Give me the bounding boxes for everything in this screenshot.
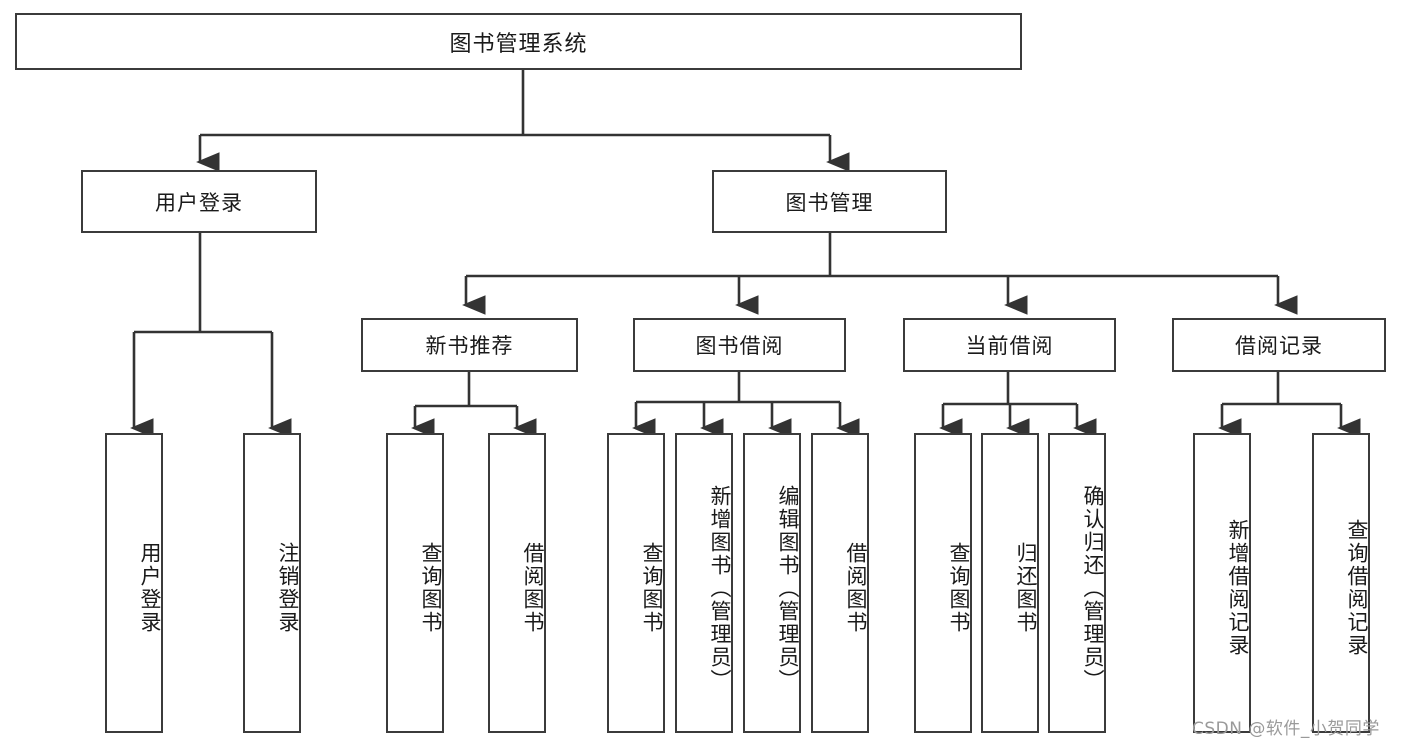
- leaf-user-login-logout[interactable]: 注销登录: [243, 433, 301, 733]
- node-label: 借阅图书: [844, 542, 868, 634]
- leaf-records-add-record[interactable]: 新增借阅记录: [1193, 433, 1251, 733]
- node-label: 图书管理: [785, 190, 874, 215]
- watermark-credit: CSDN @软件_小贺同学: [1192, 719, 1380, 739]
- leaf-current-return-book[interactable]: 归还图书: [981, 433, 1039, 733]
- node-label: 注销登录: [276, 542, 300, 634]
- leaf-borrow-query-book[interactable]: 查询图书: [607, 433, 665, 733]
- leaf-borrow-borrow-book[interactable]: 借阅图书: [811, 433, 869, 733]
- leaf-current-confirm-return-admin[interactable]: 确认归还（管理员）: [1048, 433, 1106, 733]
- node-label: 图书借阅: [695, 334, 784, 358]
- node-label: 新书推荐: [425, 334, 514, 358]
- node-borrow-records[interactable]: 借阅记录: [1172, 318, 1386, 372]
- leaf-borrow-edit-book-admin[interactable]: 编辑图书（管理员）: [743, 433, 801, 733]
- node-label: 编辑图书（管理员）: [776, 484, 800, 692]
- leaf-user-login-login[interactable]: 用户登录: [105, 433, 163, 733]
- node-new-book-recommend[interactable]: 新书推荐: [361, 318, 578, 372]
- node-label: 查询图书: [640, 542, 664, 634]
- node-label: 用户登录: [138, 542, 162, 634]
- leaf-records-query-record[interactable]: 查询借阅记录: [1312, 433, 1370, 733]
- leaf-new-book-borrow[interactable]: 借阅图书: [488, 433, 546, 733]
- node-label: 查询图书: [947, 542, 971, 634]
- node-book-management[interactable]: 图书管理: [712, 170, 947, 233]
- node-label: 借阅图书: [521, 542, 545, 634]
- node-label: 借阅记录: [1235, 334, 1323, 358]
- node-label: 图书管理系统: [449, 31, 588, 57]
- node-label: 归还图书: [1014, 542, 1038, 634]
- leaf-new-book-query[interactable]: 查询图书: [386, 433, 444, 733]
- node-root-system[interactable]: 图书管理系统: [15, 13, 1022, 70]
- node-label: 新增图书（管理员）: [708, 484, 732, 692]
- node-label: 查询图书: [419, 542, 443, 634]
- leaf-borrow-add-book-admin[interactable]: 新增图书（管理员）: [675, 433, 733, 733]
- node-label: 当前借阅: [965, 334, 1054, 358]
- node-label: 确认归还（管理员）: [1081, 484, 1105, 692]
- node-current-borrow[interactable]: 当前借阅: [903, 318, 1116, 372]
- leaf-current-query-book[interactable]: 查询图书: [914, 433, 972, 733]
- node-user-login[interactable]: 用户登录: [81, 170, 317, 233]
- node-book-borrow[interactable]: 图书借阅: [633, 318, 846, 372]
- node-label: 用户登录: [155, 190, 243, 215]
- node-label: 查询借阅记录: [1345, 519, 1369, 657]
- node-label: 新增借阅记录: [1226, 519, 1250, 657]
